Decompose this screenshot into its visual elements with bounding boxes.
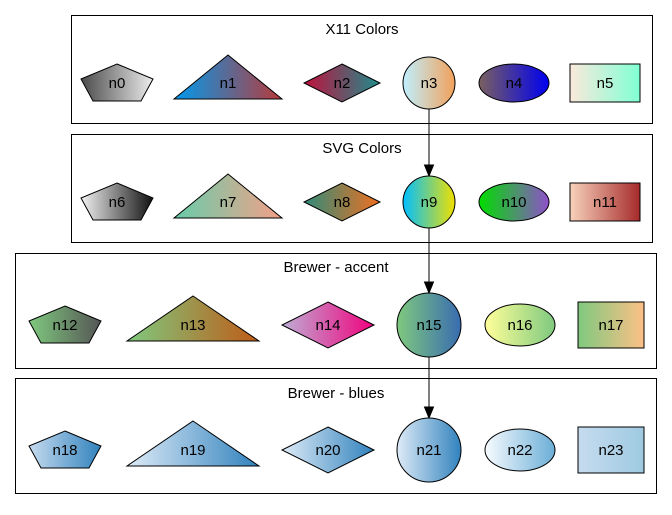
node-label: n18: [52, 442, 77, 459]
node-label: n10: [501, 194, 526, 211]
triangle-shape: [125, 420, 261, 467]
pentagon-shape: [80, 182, 154, 221]
node-n21[interactable]: n21: [396, 417, 462, 483]
edge-n15-n21: [423, 357, 435, 420]
diamond-shape: [302, 182, 382, 222]
node-label: n2: [334, 75, 351, 92]
node-n15[interactable]: n15: [396, 292, 462, 358]
node-n14[interactable]: n14: [280, 301, 376, 349]
node-label: n17: [598, 317, 623, 334]
node-label: n14: [315, 317, 340, 334]
node-n20[interactable]: n20: [280, 426, 376, 474]
diamond-shape: [302, 63, 382, 103]
node-n9[interactable]: n9: [402, 175, 456, 229]
circle-shape: [402, 56, 456, 110]
node-label: n5: [597, 75, 614, 92]
node-n4[interactable]: n4: [478, 63, 550, 103]
node-label: n11: [593, 194, 617, 211]
triangle-shape: [172, 173, 284, 219]
node-n23[interactable]: n23: [577, 426, 645, 474]
pentagon-shape: [28, 305, 102, 344]
node-label: n0: [109, 75, 126, 92]
cluster-title-svg: SVG Colors: [322, 140, 401, 157]
arrowhead: [423, 281, 435, 295]
pentagon-shape: [28, 430, 102, 469]
cluster-svg-colors: SVG Colors: [71, 134, 653, 243]
ellipse-shape: [484, 428, 556, 472]
node-n22[interactable]: n22: [484, 428, 556, 472]
node-n17[interactable]: n17: [577, 301, 645, 349]
arrowhead: [423, 406, 435, 420]
ellipse-shape: [478, 63, 550, 103]
node-n2[interactable]: n2: [302, 63, 382, 103]
diamond-shape: [280, 426, 376, 474]
box-shape: [569, 182, 641, 222]
node-label: n23: [598, 442, 623, 459]
edge-n3-n9: [423, 109, 435, 178]
ellipse-shape: [478, 182, 550, 222]
cluster-title-blues: Brewer - blues: [288, 385, 385, 402]
node-label: n9: [421, 194, 438, 211]
cluster-title-accent: Brewer - accent: [283, 259, 389, 276]
box-shape: [577, 426, 645, 474]
cluster-title-x11: X11 Colors: [325, 21, 398, 38]
node-label: n22: [507, 442, 532, 459]
node-n10[interactable]: n10: [478, 182, 550, 222]
cluster-brewer-accent: Brewer - accent: [15, 253, 657, 369]
node-label: n8: [334, 194, 351, 211]
triangle-shape: [125, 295, 261, 342]
triangle-shape: [172, 54, 284, 100]
diamond-shape: [280, 301, 376, 349]
node-label: n19: [180, 442, 205, 459]
node-n7[interactable]: n7: [172, 173, 284, 219]
ellipse-shape: [484, 303, 556, 347]
node-n8[interactable]: n8: [302, 182, 382, 222]
node-label: n6: [109, 194, 126, 211]
node-label: n21: [416, 442, 441, 459]
arrowhead: [423, 164, 435, 178]
node-label: n16: [507, 317, 532, 334]
node-label: n15: [416, 317, 441, 334]
node-n0[interactable]: n0: [80, 63, 154, 102]
node-label: n7: [220, 194, 237, 211]
nodes-layer: n0 n1 n2 n3 n4 n5 n6 n7 n8 n9 n10 n11 n12 n13 n14 n15 n1…: [28, 54, 645, 483]
node-n1[interactable]: n1: [172, 54, 284, 100]
node-n5[interactable]: n5: [569, 63, 641, 103]
pentagon-shape: [80, 63, 154, 102]
node-label: n4: [506, 75, 523, 92]
circle-shape: [396, 292, 462, 358]
cluster-brewer-blues: Brewer - blues: [15, 378, 657, 494]
node-n19[interactable]: n19: [125, 420, 261, 467]
cluster-x11-colors: X11 Colors: [71, 15, 653, 124]
node-n18[interactable]: n18: [28, 430, 102, 469]
box-shape: [569, 63, 641, 103]
node-label: n20: [315, 442, 340, 459]
node-n11[interactable]: n11: [569, 182, 641, 222]
node-label: n12: [52, 317, 77, 334]
node-label: n13: [180, 317, 205, 334]
node-label: n1: [220, 75, 237, 92]
circle-shape: [402, 175, 456, 229]
node-n13[interactable]: n13: [125, 295, 261, 342]
node-n16[interactable]: n16: [484, 303, 556, 347]
edges-layer: [423, 109, 435, 420]
edge-n9-n15: [423, 228, 435, 295]
node-n6[interactable]: n6: [80, 182, 154, 221]
node-n3[interactable]: n3: [402, 56, 456, 110]
box-shape: [577, 301, 645, 349]
node-n12[interactable]: n12: [28, 305, 102, 344]
circle-shape: [396, 417, 462, 483]
node-label: n3: [421, 75, 438, 92]
